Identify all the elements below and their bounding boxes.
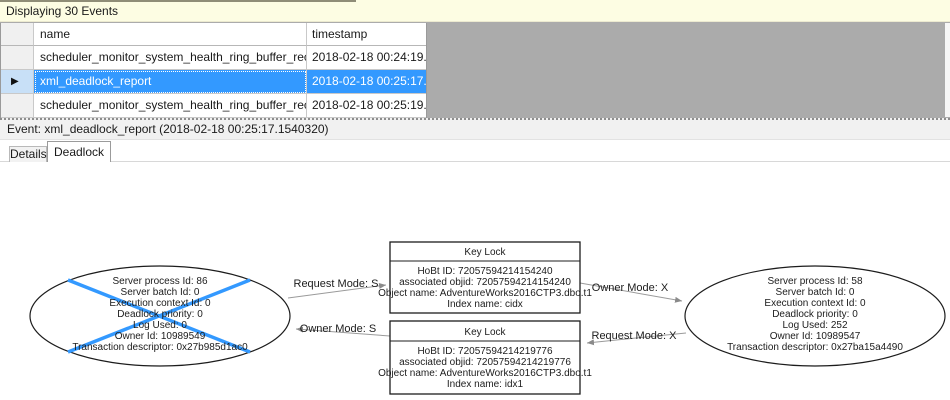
process-node-victim: Server process Id: 86 Server batch Id: 0…: [29, 265, 291, 367]
victim-cross-line: [67, 278, 251, 354]
row-selector-cell[interactable]: ▶: [1, 70, 34, 94]
process-line: Log Used: 0: [133, 320, 187, 331]
key-lock-line: Object name: AdventureWorks2016CTP3.dbo.…: [378, 288, 592, 299]
event-timestamp-cell[interactable]: 2018-02-18 00:25:17.1540320: [307, 70, 426, 94]
tab-deadlock[interactable]: Deadlock: [47, 141, 111, 162]
edge-label-owner-s: Owner Mode: S: [300, 323, 376, 335]
column-header-timestamp[interactable]: timestamp: [307, 23, 426, 46]
key-lock-line: HoBt ID: 72057594214154240: [417, 266, 553, 277]
edge-request-mode-x: Request Mode: X: [586, 330, 687, 346]
key-lock-line: associated objid: 72057594214219776: [399, 357, 571, 368]
edge-label-request-s: Request Mode: S: [294, 278, 379, 290]
row-selector-cell[interactable]: [1, 46, 34, 70]
tab-strip: Details Deadlock: [0, 140, 950, 162]
event-name-cell[interactable]: scheduler_monitor_system_health_ring_buf…: [34, 94, 307, 118]
tabstrip-baseline: [0, 161, 950, 162]
event-timestamp-cell[interactable]: 2018-02-18 00:24:19.3516078: [307, 46, 426, 70]
displaying-events-label: Displaying 30 Events: [6, 4, 119, 18]
process-line: Execution context Id: 0: [109, 298, 211, 309]
process-node: Server process Id: 58 Server batch Id: 0…: [684, 265, 946, 367]
events-grid: name timestamp scheduler_monitor_system_…: [0, 23, 427, 118]
event-name-cell[interactable]: xml_deadlock_report: [34, 70, 307, 94]
row-selector-header[interactable]: [1, 23, 34, 46]
process-line: Server process Id: 86: [112, 276, 207, 287]
edge-request-mode-s: Request Mode: S: [287, 278, 387, 299]
key-lock-line: Index name: cidx: [447, 299, 523, 310]
table-row[interactable]: scheduler_monitor_system_health_ring_buf…: [1, 94, 426, 118]
tab-details[interactable]: Details: [9, 146, 47, 162]
event-name-cell[interactable]: scheduler_monitor_system_health_ring_buf…: [34, 46, 307, 70]
key-lock-box: [389, 320, 581, 395]
column-header-name[interactable]: name: [34, 23, 307, 46]
edge-owner-mode-x: Owner Mode: X: [579, 282, 683, 303]
process-line: Owner Id: 10989547: [770, 331, 861, 342]
key-lock-line: Object name: AdventureWorks2016CTP3.dbo.…: [378, 368, 592, 379]
top-edge-strip: [0, 0, 356, 2]
selected-event-bar: Event: xml_deadlock_report (2018-02-18 0…: [0, 118, 950, 140]
process-line: Transaction descriptor: 0x27ba15a4490: [727, 342, 903, 353]
process-line: Deadlock priority: 0: [772, 309, 858, 320]
process-line: Server process Id: 58: [767, 276, 862, 287]
event-timestamp-cell[interactable]: 2018-02-18 00:25:19.5276859: [307, 94, 426, 118]
deadlock-graph-pane: Request Mode: S Owner Mode: S Owner Mode…: [0, 162, 950, 400]
edge-label-owner-x: Owner Mode: X: [592, 282, 669, 294]
row-selector-cell[interactable]: [1, 94, 34, 118]
key-lock-line: HoBt ID: 72057594214219776: [417, 346, 553, 357]
edge-owner-mode-s: Owner Mode: S: [295, 323, 391, 337]
edge-label-request-x: Request Mode: X: [592, 330, 678, 342]
process-line: Deadlock priority: 0: [117, 309, 203, 320]
key-lock-title: Key Lock: [464, 327, 506, 338]
selected-event-text: Event: xml_deadlock_report (2018-02-18 0…: [7, 122, 329, 136]
key-lock-node-bottom: Key Lock HoBt ID: 72057594214219776 asso…: [378, 320, 592, 395]
process-line: Owner Id: 10989549: [115, 331, 206, 342]
process-ellipse: [684, 265, 946, 367]
process-line: Transaction descriptor: 0x27b985d1ac0: [72, 342, 248, 353]
current-row-arrow-icon: ▶: [11, 76, 19, 87]
key-lock-title: Key Lock: [464, 247, 506, 258]
key-lock-line: associated objid: 72057594214154240: [399, 277, 571, 288]
process-line: Log Used: 252: [782, 320, 847, 331]
table-row-selected[interactable]: ▶ xml_deadlock_report 2018-02-18 00:25:1…: [1, 70, 426, 94]
displaying-events-bar: Displaying 30 Events: [0, 0, 950, 22]
key-lock-box: [389, 241, 581, 314]
table-row[interactable]: scheduler_monitor_system_health_ring_buf…: [1, 46, 426, 70]
right-edge-strip: [945, 23, 950, 117]
process-line: Execution context Id: 0: [764, 298, 866, 309]
key-lock-line: Index name: idx1: [447, 379, 524, 390]
process-line: Server batch Id: 0: [776, 287, 855, 298]
process-line: Server batch Id: 0: [121, 287, 200, 298]
grid-header-row: name timestamp: [1, 23, 426, 46]
deadlock-graph: Request Mode: S Owner Mode: S Owner Mode…: [29, 241, 946, 395]
key-lock-node-top: Key Lock HoBt ID: 72057594214154240 asso…: [378, 241, 592, 314]
